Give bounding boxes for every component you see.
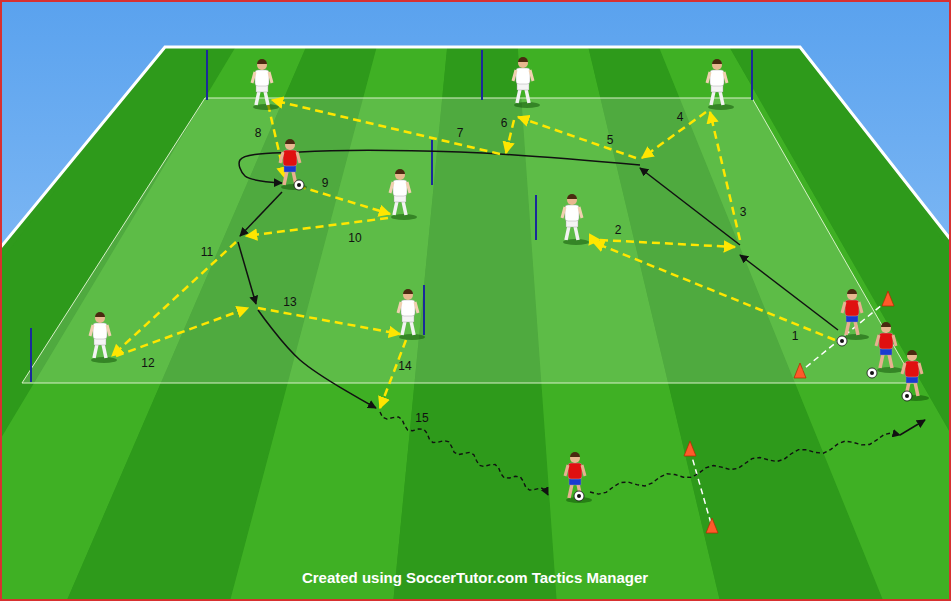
cone — [706, 518, 718, 533]
cone — [794, 363, 806, 378]
callout-number: 9 — [322, 176, 329, 190]
run-line — [239, 150, 640, 183]
dribble-line — [380, 412, 548, 495]
gate-line — [690, 450, 712, 527]
callout-number: 5 — [607, 133, 614, 147]
pole — [206, 50, 208, 100]
white-player — [513, 57, 540, 108]
dribble-line — [590, 433, 900, 494]
pole — [431, 140, 433, 185]
callout-number: 1 — [792, 329, 799, 343]
callout-number: 6 — [501, 116, 508, 130]
white-player — [398, 289, 425, 340]
watermark: Created using SoccerTutor.com Tactics Ma… — [302, 569, 648, 586]
pass-line — [642, 112, 706, 158]
callout-number: 8 — [255, 126, 262, 140]
red-player — [280, 139, 307, 190]
pass-line — [710, 112, 740, 240]
run-line — [240, 192, 282, 236]
callout-number: 2 — [615, 223, 622, 237]
callout-number: 14 — [398, 359, 411, 373]
run-line — [900, 420, 925, 435]
run-line — [740, 255, 838, 330]
practice-area — [22, 98, 915, 383]
pass-line — [268, 104, 285, 178]
pole — [751, 50, 753, 100]
red-player — [837, 289, 869, 346]
red-player — [565, 452, 592, 503]
callout-number: 3 — [740, 205, 747, 219]
run-line — [238, 242, 256, 304]
pass-line — [272, 100, 500, 154]
pass-line — [600, 240, 735, 247]
white-player — [390, 169, 417, 220]
pole — [535, 195, 537, 240]
pass-line — [518, 117, 636, 158]
callout-number: 15 — [415, 411, 428, 425]
white-player — [90, 312, 117, 363]
pole — [481, 50, 483, 100]
cone — [882, 291, 894, 306]
pass-line — [116, 308, 248, 356]
callout-number: 11 — [201, 245, 213, 259]
white-player — [252, 59, 279, 110]
pole — [423, 285, 425, 335]
pass-line — [112, 242, 236, 356]
red-player — [902, 350, 929, 401]
pass-line — [380, 340, 406, 408]
red-player — [867, 322, 903, 378]
cone — [684, 441, 696, 456]
run-line — [640, 168, 740, 245]
callout-number: 4 — [677, 110, 684, 124]
pole — [30, 328, 32, 382]
callout-number: 12 — [141, 356, 154, 370]
white-player — [562, 194, 589, 245]
callout-number: 7 — [457, 126, 464, 140]
callout-number: 13 — [283, 295, 296, 309]
pass-line — [593, 242, 835, 340]
run-line — [258, 310, 376, 408]
callout-number: 10 — [348, 231, 361, 245]
pass-line — [258, 308, 400, 334]
white-player — [707, 59, 734, 110]
pass-line — [246, 218, 388, 236]
pass-line — [298, 186, 390, 214]
